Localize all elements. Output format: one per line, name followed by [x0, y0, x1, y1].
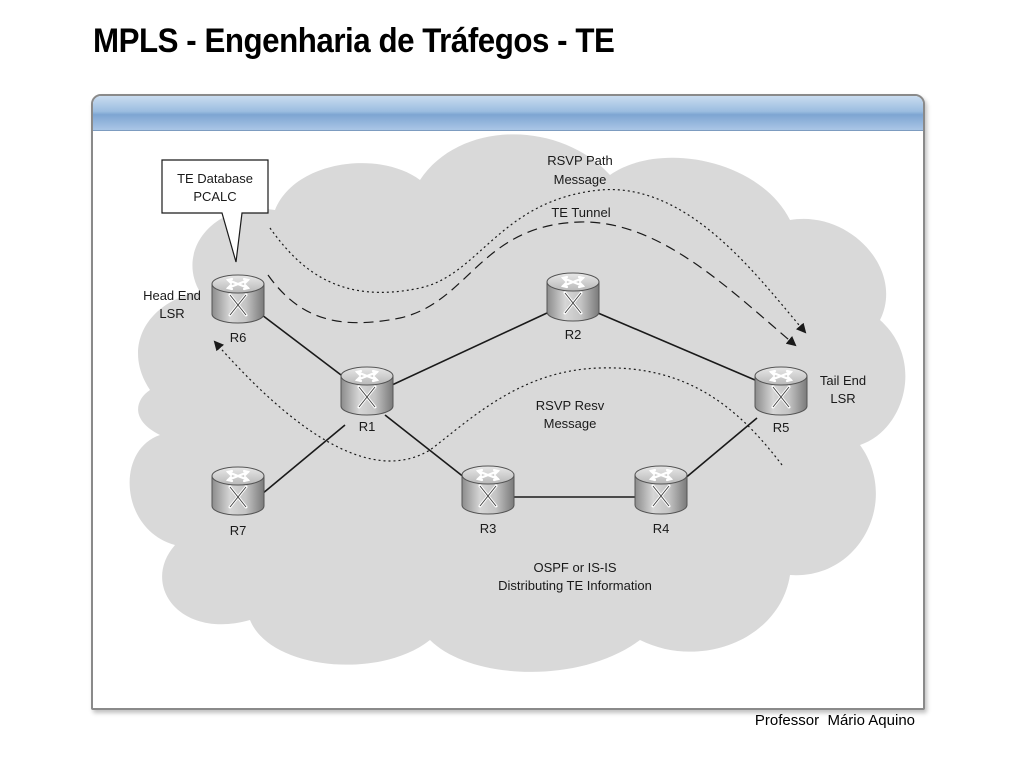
link-r4-r5	[682, 417, 758, 481]
router-r7-label: R7	[230, 523, 247, 538]
head-end-label-1: Head End	[143, 288, 201, 303]
router-r1-icon[interactable]	[339, 365, 395, 417]
router-r3-label: R3	[480, 521, 497, 536]
ospf-label-2: Distributing TE Information	[498, 578, 652, 593]
rsvp-path-arrow	[269, 189, 807, 334]
frame-header-bar	[93, 96, 923, 131]
link-r2-r5	[597, 312, 756, 381]
router-r6-icon[interactable]	[210, 273, 266, 325]
rsvp-resv-label-2: Message	[544, 416, 597, 431]
network-cloud	[129, 134, 906, 672]
router-r4-label: R4	[653, 521, 670, 536]
tail-end-label-2: LSR	[830, 391, 855, 406]
callout-line2: PCALC	[193, 189, 236, 204]
ospf-label-1: OSPF or IS-IS	[533, 560, 616, 575]
callout-line1: TE Database	[177, 171, 253, 186]
link-r7-r1	[261, 424, 346, 495]
network-links	[261, 312, 758, 498]
router-r1-label: R1	[359, 419, 376, 434]
rsvp-resv-label-1: RSVP Resv	[536, 398, 605, 413]
link-r6-r1	[261, 314, 346, 379]
footer-credit: Professor Mário Aquino	[754, 712, 915, 729]
rsvp-resv-arrow	[213, 340, 783, 466]
router-r5-icon[interactable]	[753, 365, 809, 417]
rsvp-path-label-1: RSVP Path	[547, 153, 613, 168]
rsvp-path-label-2: Message	[554, 172, 607, 187]
tail-end-label-1: Tail End	[820, 373, 866, 388]
link-r1-r2	[391, 312, 548, 386]
router-r3-icon[interactable]	[460, 464, 516, 516]
slide-title: MPLS - Engenharia de Tráfegos - TE	[93, 22, 615, 60]
router-r7-icon[interactable]	[210, 465, 266, 517]
router-r6-label: R6	[230, 330, 247, 345]
router-r5-label: R5	[773, 420, 790, 435]
head-end-label-2: LSR	[159, 306, 184, 321]
link-r1-r3	[384, 414, 466, 479]
router-r4-icon[interactable]	[633, 464, 689, 516]
te-database-callout: TE Database PCALC	[161, 159, 269, 263]
router-r2-icon[interactable]	[545, 271, 601, 323]
te-tunnel-path	[267, 221, 797, 347]
te-tunnel-label: TE Tunnel	[551, 205, 610, 220]
router-r2-label: R2	[565, 327, 582, 342]
